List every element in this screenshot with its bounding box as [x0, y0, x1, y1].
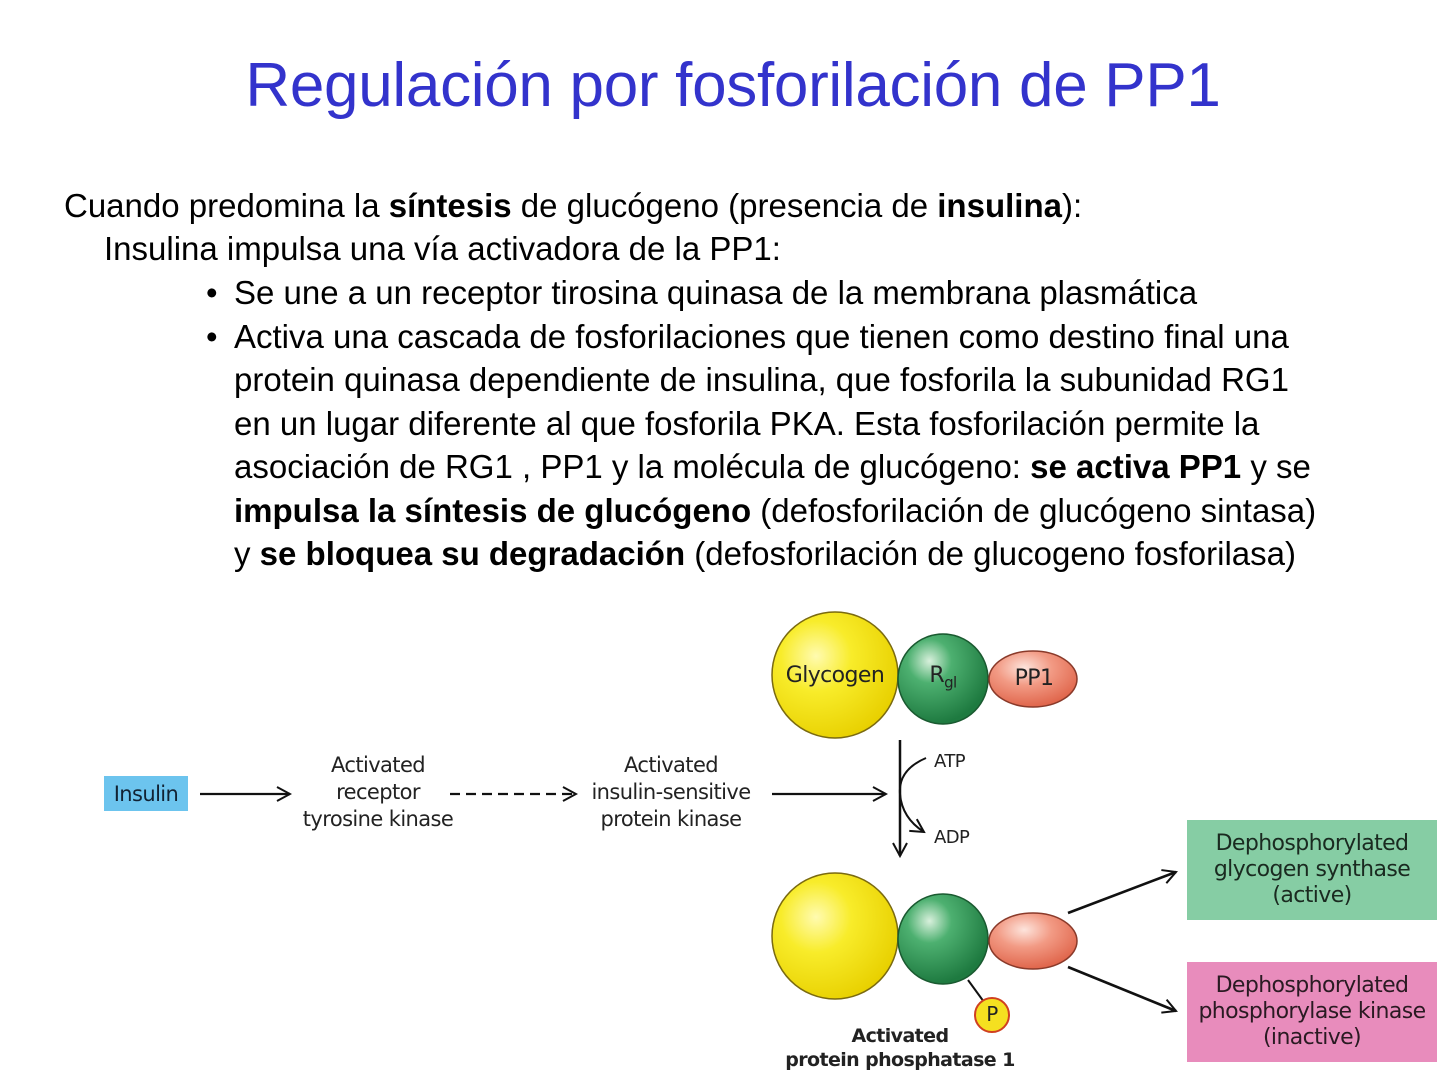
kinase-label: Activated insulin-sensitive protein kina… — [582, 752, 760, 833]
bullet-item-1: • Se une a un receptor tirosina quinasa … — [206, 271, 1316, 315]
phosphorylase-kinase-inactive-box: Dephosphorylated phosphorylase kinase (i… — [1187, 962, 1437, 1062]
rgl-main: R — [929, 663, 945, 688]
label-line: glycogen synthase — [1213, 857, 1411, 882]
bold-segment: se bloquea su degradación — [259, 535, 686, 572]
phosphate-circle — [974, 997, 1010, 1033]
label-line: insulin-sensitive — [591, 780, 751, 804]
label-line: phosphorylase kinase — [1198, 999, 1426, 1024]
bullet-item-2: • Activa una cascada de fosforilaciones … — [206, 315, 1316, 576]
bullet-list: • Se une a un receptor tirosina quinasa … — [206, 271, 1316, 576]
slide-title: Regulación por fosforilación de PP1 — [245, 51, 1221, 120]
label-line: Dephosphorylated — [1215, 831, 1409, 856]
bullet-dot: • — [206, 317, 218, 355]
adp-label: ADP — [934, 827, 970, 848]
bullet-2-line-2: protein quinasa dependiente de insulina,… — [234, 361, 1289, 398]
text-segment: (defosforilación de glucogeno fosforilas… — [685, 535, 1296, 572]
text-segment: y se — [1241, 448, 1311, 485]
intro-line: Cuando predomina la síntesis de glucógen… — [64, 184, 1082, 228]
label-line: receptor — [336, 780, 420, 804]
label-line: protein kinase — [600, 807, 743, 831]
rgl-label: Rgl — [903, 662, 983, 696]
label-line: protein phosphatase 1 — [785, 1049, 1015, 1071]
activated-pp1-label: Activated protein phosphatase 1 — [770, 1024, 1030, 1072]
bullet-2-line-6: y se bloquea su degradación (defosforila… — [234, 532, 1316, 576]
bullet-2-line-4: asociación de RG1 , PP1 y la molécula de… — [234, 445, 1316, 489]
intro-text-1: Cuando predomina la — [64, 187, 389, 224]
rgl-sphere-top — [897, 633, 989, 725]
insulin-box: Insulin — [104, 776, 188, 811]
pp1-ellipse-top — [988, 650, 1078, 708]
intro-text-3: ): — [1061, 187, 1083, 224]
bullet-dot: • — [206, 274, 218, 311]
subintro-line: Insulina impulsa una vía activadora de l… — [104, 230, 781, 267]
bullet-2-line-3: en un lugar diferente al que fosforila P… — [234, 404, 1260, 442]
bullet-2-line-1: Activa una cascada de fosforilaciones qu… — [234, 317, 1289, 355]
intro-bold-sintesis: síntesis — [388, 187, 512, 224]
label-line: Activated — [851, 1025, 950, 1047]
text-segment: y — [234, 535, 260, 572]
atp-label: ATP — [934, 751, 966, 772]
label-line: tyrosine kinase — [302, 807, 454, 831]
arrow-to-phosphorylase-kinase — [1067, 965, 1176, 1011]
bullet-2-line-5: impulsa la síntesis de glucógeno (defosf… — [234, 489, 1316, 533]
glycogen-label: Glycogen — [785, 663, 885, 688]
phosphate-bond — [967, 979, 985, 1003]
bullet-1-text: Se une a un receptor tirosina quinasa de… — [234, 274, 1198, 311]
intro-bold-insulina: insulina — [937, 187, 1062, 224]
bold-segment: impulsa la síntesis de glucógeno — [234, 491, 752, 529]
pp1-ellipse-bottom — [988, 912, 1078, 970]
intro-text-2: de glucógeno (presencia de — [511, 187, 938, 224]
label-line: Activated — [624, 753, 719, 777]
atp-adp-curve — [898, 757, 927, 832]
rgl-subscript: gl — [944, 673, 957, 692]
bold-segment: se activa PP1 — [1030, 448, 1242, 485]
arrow-to-glycogen-synthase — [1067, 872, 1176, 915]
glycogen-synthase-active-box: Dephosphorylated glycogen synthase (acti… — [1187, 820, 1437, 920]
text-segment: (defosforilación de glucógeno sintasa) — [751, 491, 1317, 529]
text-segment: asociación de RG1 , PP1 y la molécula de… — [234, 448, 1031, 485]
label-line: (active) — [1272, 883, 1352, 908]
phosphate-label: P — [986, 1002, 998, 1026]
label-line: Dephosphorylated — [1215, 973, 1409, 998]
glycogen-sphere-bottom — [771, 872, 899, 1000]
rgl-sphere-bottom — [897, 893, 989, 985]
pp1-label: PP1 — [1014, 666, 1054, 691]
receptor-label: Activated receptor tyrosine kinase — [298, 752, 458, 833]
label-line: Activated — [331, 753, 426, 777]
label-line: (inactive) — [1262, 1025, 1362, 1050]
